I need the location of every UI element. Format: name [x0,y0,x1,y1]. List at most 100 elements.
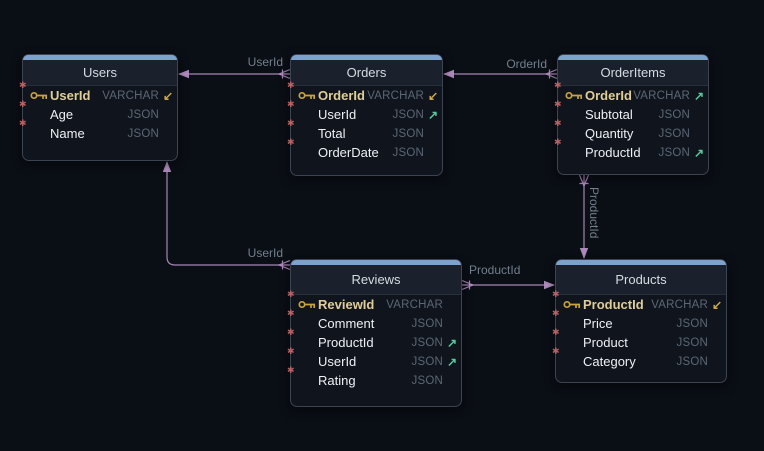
table-orders[interactable]: Orders ✱ OrderId VARCHAR ↙ ✱ UserId JSON… [287,54,443,176]
table-row[interactable]: ✱ Comment JSON [287,309,461,333]
table-row[interactable]: ✱ Subtotal JSON [554,100,708,124]
field-type: JSON [411,374,443,387]
table-row[interactable]: ✱ ProductId JSON ↗ [554,138,708,162]
field-name: UserId [318,107,357,122]
required-star-icon: ✱ [552,308,560,318]
field-name: Rating [318,373,356,388]
table-accent-strip [556,260,726,265]
table-title: Orders [346,65,387,80]
table-row[interactable]: ✱ Total JSON [287,119,442,143]
outgoing-ref-icon[interactable]: ↗ [693,88,704,103]
table-row[interactable]: ✱ ProductId JSON ↗ [287,328,461,352]
required-star-icon: ✱ [552,346,560,356]
relationship-orderitems-orders[interactable] [443,68,558,80]
relationship-orders-users[interactable] [178,68,291,80]
required-star-icon: ✱ [19,118,27,128]
field-type: JSON [658,108,690,121]
field-type: VARCHAR [367,89,424,102]
field-type: JSON [676,317,708,330]
table-accent-strip [291,260,461,265]
table-header[interactable]: Products [556,265,726,295]
table-row[interactable]: ✱ Age JSON [19,100,177,124]
incoming-ref-icon[interactable]: ↙ [162,88,173,103]
outgoing-ref-icon[interactable]: ↗ [693,145,704,160]
field-type: JSON [411,355,443,368]
required-star-icon: ✱ [554,80,562,90]
required-star-icon: ✱ [287,289,295,299]
table-reviews[interactable]: Reviews ✱ ReviewId VARCHAR ✱ Comment JSO… [287,259,462,407]
required-star-icon: ✱ [287,365,295,375]
outgoing-ref-icon[interactable]: ↗ [446,335,457,350]
field-name: Price [583,316,613,331]
required-star-icon: ✱ [552,327,560,337]
field-type: JSON [392,127,424,140]
required-star-icon: ✱ [19,99,27,109]
table-title: Reviews [351,272,401,287]
table-row[interactable]: ✱ OrderId VARCHAR ↗ [554,81,708,105]
field-type: JSON [392,146,424,159]
field-name: Name [50,126,85,141]
table-row[interactable]: ✱ OrderId VARCHAR ↙ [287,81,442,105]
field-type: JSON [676,355,708,368]
table-row[interactable]: ✱ Price JSON [552,309,726,333]
required-star-icon: ✱ [287,308,295,318]
field-type: VARCHAR [633,89,690,102]
table-row[interactable]: ✱ ProductId VARCHAR ↙ [552,290,726,314]
field-name: Quantity [585,126,634,141]
field-name: ReviewId [318,297,375,312]
required-star-icon: ✱ [552,289,560,299]
table-row[interactable]: ✱ ReviewId VARCHAR [287,290,461,314]
field-type: JSON [127,127,159,140]
outgoing-ref-icon[interactable]: ↗ [446,354,457,369]
field-name: OrderId [318,88,365,103]
table-row[interactable]: ✱ UserId VARCHAR ↙ [19,81,177,105]
field-type: JSON [127,108,159,121]
table-row[interactable]: ✱ Rating JSON [287,366,461,390]
table-row[interactable]: ✱ Category JSON [552,347,726,371]
required-star-icon: ✱ [554,99,562,109]
table-header[interactable]: OrderItems [558,60,708,86]
table-users[interactable]: Users ✱ UserId VARCHAR ↙ ✱ Age JSON ✱ Na… [19,54,178,161]
field-name: Total [318,126,346,141]
relationship-label: OrderId [506,57,547,71]
relationship-label: ProductId [587,187,601,239]
field-name: UserId [50,88,91,103]
incoming-ref-icon[interactable]: ↙ [711,297,722,312]
field-type: JSON [658,146,690,159]
field-name: UserId [318,354,357,369]
table-row[interactable]: ✱ Quantity JSON [554,119,708,143]
relationship-reviews-users[interactable] [162,161,291,271]
outgoing-ref-icon[interactable]: ↗ [427,107,438,122]
table-row[interactable]: ✱ Product JSON [552,328,726,352]
table-header[interactable]: Reviews [291,265,461,295]
required-star-icon: ✱ [287,80,295,90]
table-accent-strip [558,55,708,60]
required-star-icon: ✱ [287,137,295,147]
relationship-reviews-products[interactable] [461,279,555,291]
field-name: OrderDate [318,145,379,160]
field-type: VARCHAR [386,298,443,311]
relationship-orderitems-products[interactable] [578,174,590,259]
relationship-label: UserId [247,55,283,69]
table-accent-strip [23,55,177,60]
relationship-label: ProductId [469,263,521,277]
table-orderitems[interactable]: OrderItems ✱ OrderId VARCHAR ↗ ✱ Subtota… [554,54,709,175]
field-name: Comment [318,316,375,331]
table-header[interactable]: Users [23,60,177,86]
table-header[interactable]: Orders [291,60,442,86]
required-star-icon: ✱ [287,346,295,356]
required-star-icon: ✱ [554,137,562,147]
field-name: Age [50,107,74,122]
incoming-ref-icon[interactable]: ↙ [427,88,438,103]
table-row[interactable]: ✱ Name JSON [19,119,177,143]
table-row[interactable]: ✱ UserId JSON ↗ [287,100,442,124]
table-row[interactable]: ✱ OrderDate JSON [287,138,442,162]
field-name: ProductId [318,335,374,350]
table-row[interactable]: ✱ UserId JSON ↗ [287,347,461,371]
required-star-icon: ✱ [287,99,295,109]
table-title: Users [83,65,117,80]
table-products[interactable]: Products ✱ ProductId VARCHAR ↙ ✱ Price J… [552,259,727,383]
field-name: Product [583,335,628,350]
primary-key-icon [563,296,581,314]
